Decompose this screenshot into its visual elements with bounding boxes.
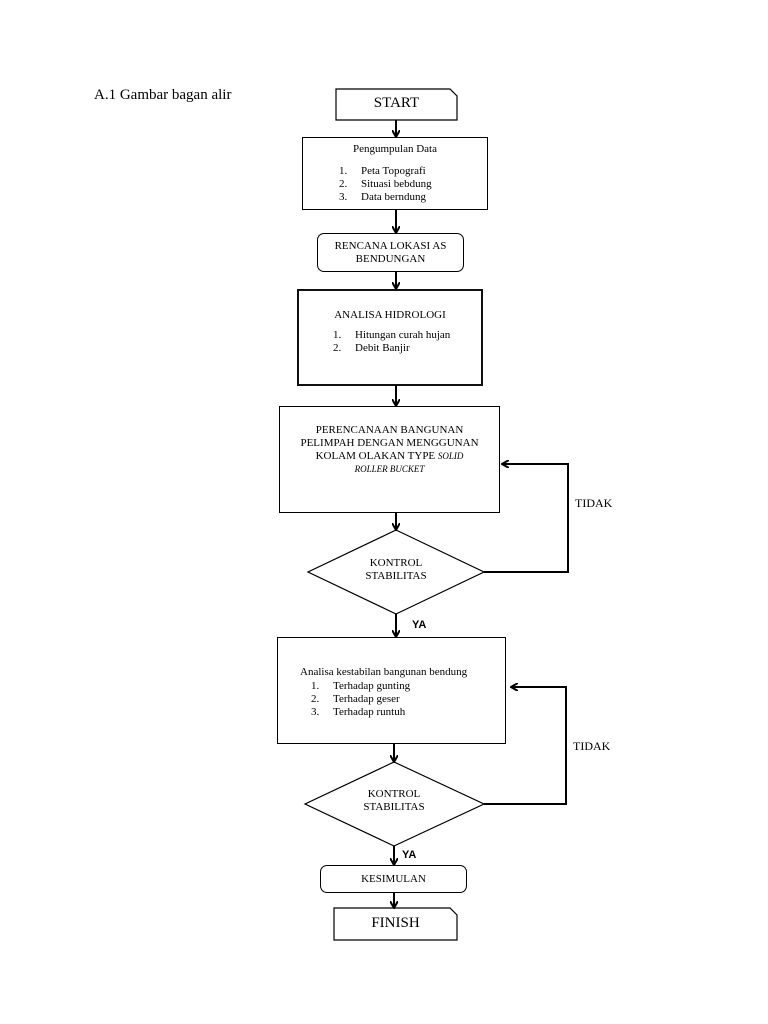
start-label: START — [373, 95, 420, 111]
control-2-label: KONTROL STABILITAS — [363, 788, 425, 813]
location-plan-box: RENCANA LOKASI AS BENDUNGAN — [317, 233, 464, 272]
stability-analysis-box: Analisa kestabilan bangunan bendung 1.Te… — [277, 637, 506, 744]
spillway-design-line-1: PERENCANAAN BANGUNAN — [315, 424, 464, 436]
list-item: 1.Hitungan curah hujan — [333, 329, 451, 341]
conclusion-box: KESIMULAN — [320, 865, 467, 893]
finish-terminal-shape — [333, 907, 458, 941]
location-plan-line-1: RENCANA LOKASI AS — [334, 239, 447, 252]
list-item: 1.Peta Topografi — [339, 165, 426, 177]
list-item: 3.Data berndung — [339, 191, 427, 203]
list-item: 3.Terhadap runtuh — [311, 706, 406, 718]
list-item: 2.Debit Banjir — [333, 342, 410, 354]
hydrology-list: 1.Hitungan curah hujan 2.Debit Banjir — [333, 329, 475, 355]
figure-caption: A.1 Gambar bagan alir — [94, 87, 232, 103]
stability-analysis-list: 1.Terhadap gunting 2.Terhadap geser 3.Te… — [311, 680, 499, 719]
data-collection-title: Pengumpulan Data — [352, 143, 437, 155]
control-2-no-label: TIDAK — [573, 739, 611, 753]
feedback-loop-1 — [484, 464, 569, 573]
list-item: 2.Situasi bebdung — [339, 178, 432, 190]
control-1-label: KONTROL STABILITAS — [365, 557, 427, 582]
list-item: 2.Terhadap geser — [311, 693, 400, 705]
spillway-design-line-2: PELIMPAH DENGAN MENGGUNAN — [300, 437, 479, 449]
hydrology-title: ANALISA HIDROLOGI — [334, 309, 446, 321]
hydrology-box: ANALISA HIDROLOGI 1.Hitungan curah hujan… — [297, 289, 483, 386]
spillway-design-box: PERENCANAAN BANGUNAN PELIMPAH DENGAN MEN… — [279, 406, 500, 513]
data-collection-box: Pengumpulan Data 1.Peta Topografi 2.Situ… — [302, 137, 488, 210]
control-1-yes-label: YA — [412, 619, 427, 631]
spillway-design-line-4: ROLLER BUCKET — [354, 464, 425, 474]
stability-analysis-title: Analisa kestabilan bangunan bendung — [300, 666, 468, 678]
list-item: 1.Terhadap gunting — [311, 680, 411, 692]
location-plan-line-2: BENDUNGAN — [355, 252, 426, 265]
spillway-design-line-3: KOLAM OLAKAN TYPE SOLID — [315, 450, 464, 462]
feedback-loop-2 — [484, 687, 567, 805]
data-collection-list: 1.Peta Topografi 2.Situasi bebdung 3.Dat… — [339, 165, 481, 204]
finish-label: FINISH — [371, 915, 420, 931]
control-1-no-label: TIDAK — [575, 496, 613, 510]
start-terminal-shape — [335, 88, 458, 121]
control-2-yes-label: YA — [402, 849, 417, 861]
